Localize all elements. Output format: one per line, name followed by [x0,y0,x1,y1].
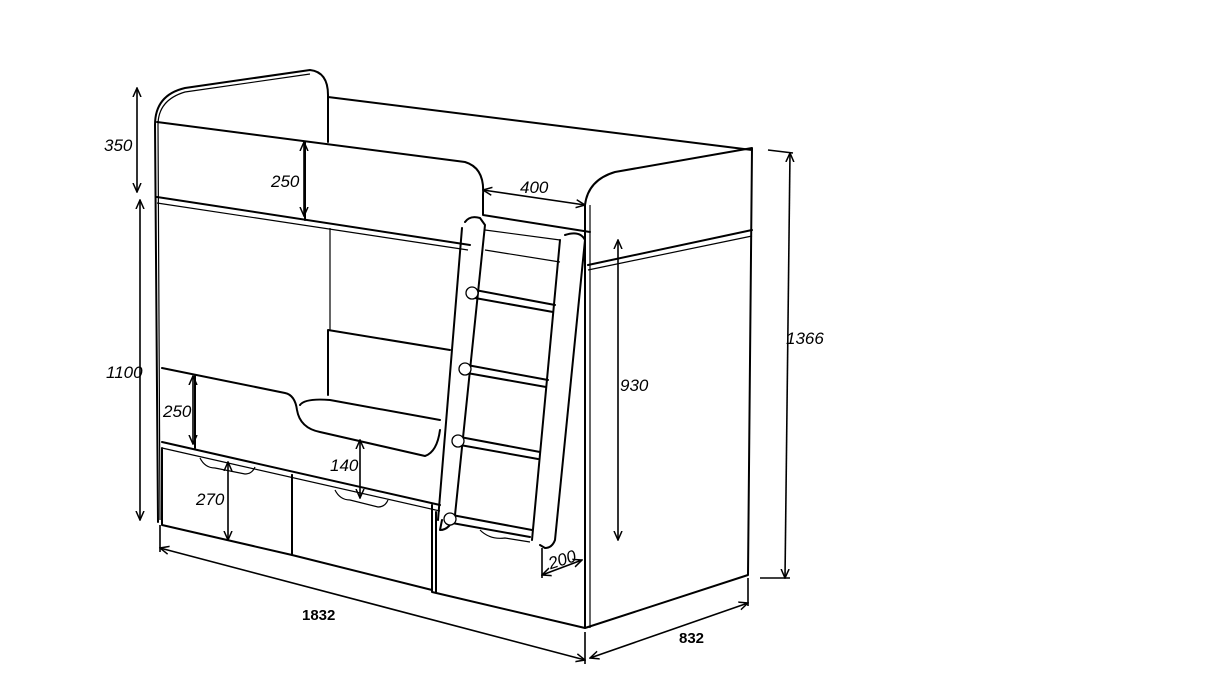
dim-lower-tier-height: 1100 [106,363,143,382]
dim-drawer-height: 270 [195,490,225,509]
dimension-lines [137,88,793,664]
dim-step-depth: 200 [545,546,579,573]
dim-headboard-height: 350 [104,136,133,155]
bed-frame [154,69,753,629]
dim-upper-guard-height: 250 [270,172,300,191]
dim-total-height: 1366 [786,329,824,348]
dim-width: 832 [679,630,704,647]
dim-length: 1832 [302,607,335,624]
dim-ladder-width: 400 [520,178,549,197]
ladder-rungs [443,286,556,538]
dim-ladder-height: 930 [620,376,649,395]
dim-lower-gap: 140 [330,456,359,475]
dim-lower-guard-height: 250 [162,402,192,421]
dimension-labels: 350 250 400 1366 1100 930 250 140 270 20… [104,136,824,647]
